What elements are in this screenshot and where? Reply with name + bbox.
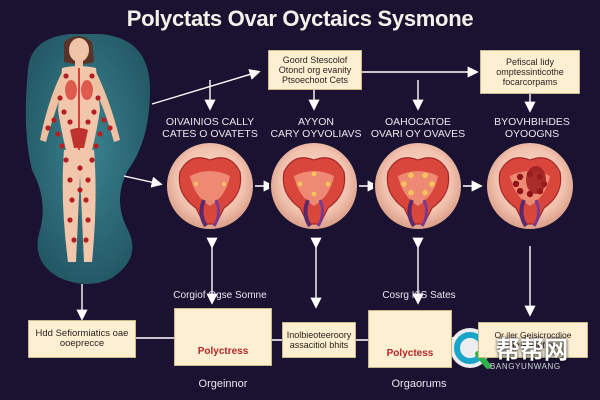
footer-label-left: Orgeinnor: [198, 378, 248, 390]
cyst-dot: [59, 143, 65, 149]
diagram-title: Polyctats Ovar Oyctaics Sysmone: [126, 6, 474, 31]
stage-label-3: OAHOCATOE OVARI OY OVAVES: [370, 116, 466, 140]
cyst-dot: [69, 197, 75, 203]
cyst-dot: [93, 143, 99, 149]
cyst-dot: [107, 125, 113, 131]
bottom-box-polyctress-2: Polyctess: [368, 310, 452, 368]
cyst-dot: [85, 119, 91, 125]
cyst-dot: [63, 157, 69, 163]
arrow-halo-to-top: [151, 69, 261, 105]
bottom-box-polyctress-1-text: Polyctress: [197, 346, 249, 357]
arrow-body-to-stage1: [123, 175, 163, 188]
bottom-box-polyctress-2-text: Polyctess: [386, 348, 434, 359]
watermark-text: 帮帮网: [496, 337, 568, 364]
top-box-right: Pefiscal Iidy omptessinticothe focarcorp…: [480, 50, 580, 94]
bottom-link: [136, 337, 478, 341]
cyst-dot: [95, 95, 101, 101]
cyst-dot: [85, 217, 91, 223]
mid-label-right: Cosrg KiS Sates: [382, 290, 456, 301]
cyst-dot: [97, 131, 103, 137]
cyst-dot: [89, 73, 95, 79]
cyst-dot: [89, 157, 95, 163]
cyst-dot: [57, 95, 63, 101]
cyst-dot: [67, 217, 73, 223]
ovary-stage-4-icon: [485, 141, 575, 231]
ovary-stage-3-icon: [373, 141, 463, 231]
mid-label-left: Corgiof Ogse Somne: [173, 290, 267, 301]
top-box-right-text: Pefiscal Iidy omptessinticothe focarcorp…: [496, 57, 564, 87]
watermark-subtext: BANGYUNWANG: [490, 362, 561, 371]
cyst-dot: [91, 109, 97, 115]
cyst-dot: [55, 131, 61, 137]
bottom-box-center-text: Inolbieoteeroory assacitiol bhits: [286, 330, 352, 350]
cyst-dot: [83, 237, 89, 243]
cyst-dot: [45, 125, 51, 131]
top-box-center: Goord Stescolof Otoncl org evanity Ptsoe…: [268, 50, 362, 90]
cyst-dot: [67, 119, 73, 125]
cyst-dots: [45, 73, 113, 243]
cyst-dot: [85, 177, 91, 183]
cyst-dot: [71, 237, 77, 243]
cyst-dot: [77, 165, 83, 171]
top-box-center-text: Goord Stescolof Otoncl org evanity Ptsoe…: [278, 55, 352, 85]
cyst-dot: [77, 187, 83, 193]
cyst-dot: [51, 117, 57, 123]
bottom-box-left: Hdd Sefiormiatics oae ooeprecce: [28, 320, 136, 358]
footer-label-right: Orgaorums: [391, 378, 447, 390]
bottom-box-right: Or iler Geisicrocdioe coriaclonfiles: [478, 322, 588, 358]
stage-label-4: BYOVHBIHDES OYOOGNS: [494, 116, 570, 140]
woman-figure-icon: [40, 36, 120, 262]
ovary-stage-2-icon: [269, 141, 359, 231]
ovary-stage-1-icon: [165, 141, 255, 231]
cyst-dot: [83, 197, 89, 203]
stage-label-2: AYYON CARY OYVOLIAVS: [270, 116, 362, 140]
cyst-dot: [63, 73, 69, 79]
stage-label-1: OIVAINIOS CALLY CATES O OVATETS: [162, 116, 258, 140]
cyst-dot: [61, 109, 67, 115]
bottom-box-polyctress-1: Polyctress: [174, 308, 272, 366]
cyst-dot: [67, 177, 73, 183]
cyst-dot: [101, 117, 107, 123]
bottom-box-center: Inolbieoteeroory assacitiol bhits: [282, 322, 356, 358]
bottom-box-right-text: Or iler Geisicrocdioe coriaclonfiles: [494, 330, 572, 350]
bottom-box-left-text: Hdd Sefiormiatics oae ooeprecce: [35, 328, 129, 349]
